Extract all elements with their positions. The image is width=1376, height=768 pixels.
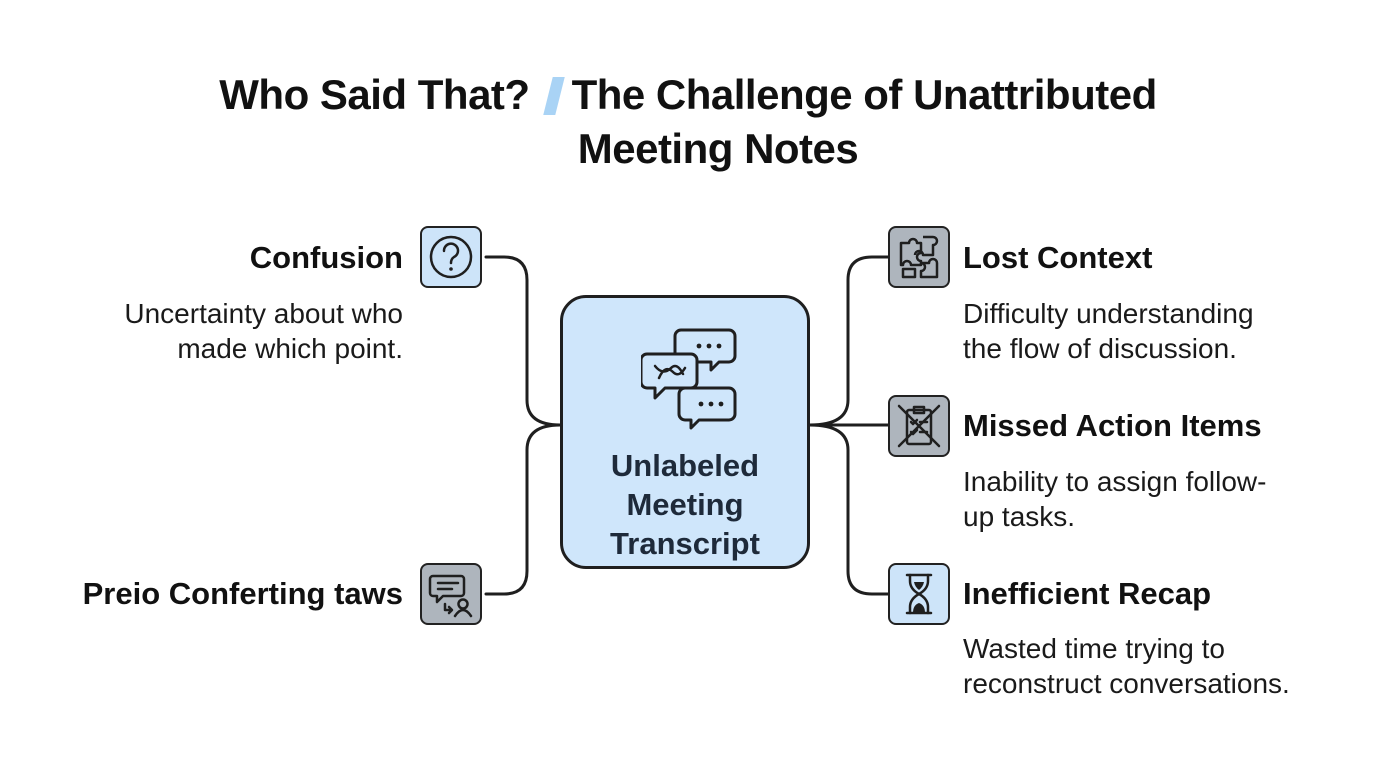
center-label-line: Meeting	[626, 487, 744, 522]
missed-actions-icon-box	[888, 395, 950, 457]
crossed-checklist-icon	[897, 404, 941, 448]
connector-recap	[808, 423, 890, 596]
lost-context-description: Difficulty understanding the flow of dis…	[963, 296, 1254, 366]
description-line: the flow of discussion.	[963, 333, 1237, 364]
lost-context-icon-box	[888, 226, 950, 288]
connector-conflicting	[484, 423, 562, 596]
center-label: Unlabeled Meeting Transcript	[563, 446, 807, 563]
conflicting-icon-box	[420, 563, 482, 625]
center-node: Unlabeled Meeting Transcript	[560, 295, 810, 569]
recap-title: Inefficient Recap	[963, 576, 1212, 611]
recap-description: Wasted time trying to reconstruct conver…	[963, 631, 1290, 701]
question-circle-icon	[429, 235, 473, 279]
missed-actions-description: Inability to assign follow- up tasks.	[963, 464, 1266, 534]
title-line-2: Meeting Notes	[577, 125, 859, 172]
title-question: Who Said That?	[219, 71, 530, 118]
confusion-description: Uncertainty about who made which point.	[124, 296, 403, 366]
center-label-line: Transcript	[610, 526, 760, 561]
confusion-icon-box	[420, 226, 482, 288]
missed-actions-title: Missed Action Items	[963, 408, 1262, 443]
connector-lost-context	[808, 255, 890, 427]
description-line: up tasks.	[963, 501, 1076, 532]
confusion-title: Confusion	[249, 240, 403, 275]
description-line: made which point.	[177, 333, 403, 364]
connector-confusion	[484, 255, 562, 427]
conflicting-title: Preio Conferting taws	[82, 576, 403, 611]
recap-icon-box	[888, 563, 950, 625]
description-line: Inability to assign follow-	[963, 466, 1267, 497]
center-label-line: Unlabeled	[610, 448, 760, 483]
description-line: Uncertainty about who	[124, 298, 403, 329]
description-line: Difficulty understanding	[963, 298, 1254, 329]
title-line-1: Who Said That? The Challenge of Unattribu…	[0, 70, 1376, 120]
hourglass-icon	[905, 573, 933, 615]
description-line: reconstruct conversations.	[963, 668, 1290, 699]
puzzle-icon	[899, 235, 939, 279]
title-subject: The Challenge of Unattributed	[571, 71, 1158, 118]
chat-bubbles-icon	[641, 328, 737, 430]
lost-context-title: Lost Context	[963, 240, 1153, 275]
description-line: Wasted time trying to	[963, 633, 1225, 664]
message-user-icon	[428, 574, 473, 618]
